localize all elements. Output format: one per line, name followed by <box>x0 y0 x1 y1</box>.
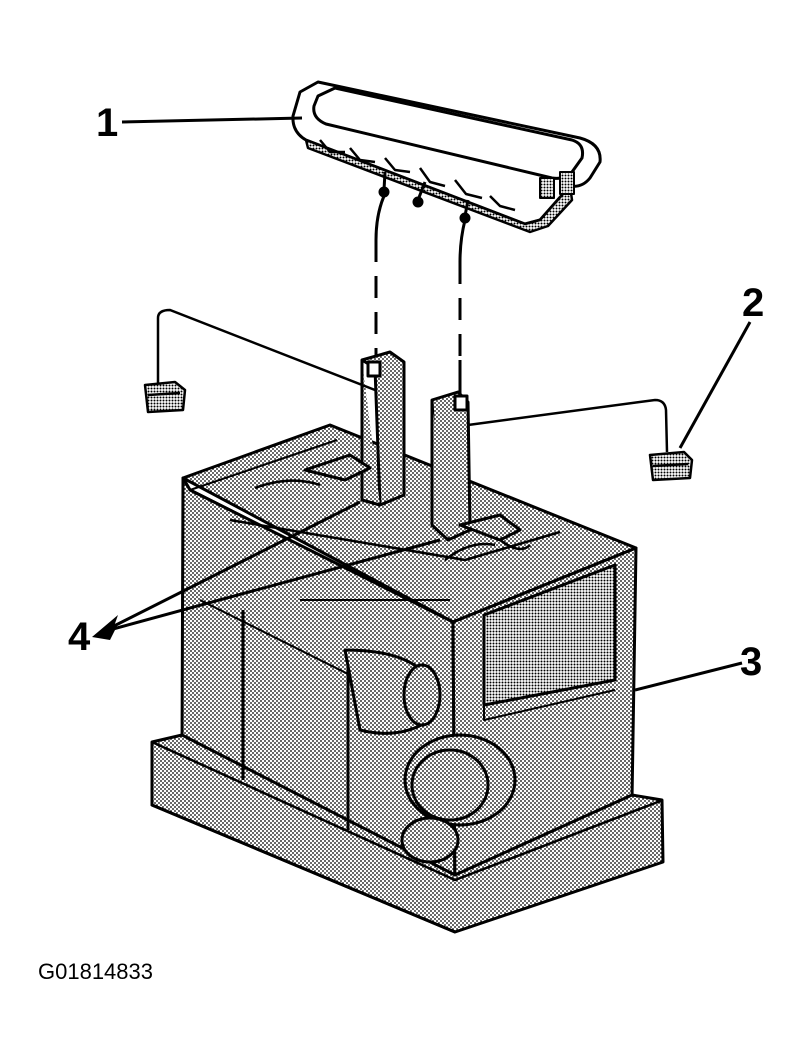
connector-leads <box>156 308 669 453</box>
callout-3: 3 <box>740 640 762 684</box>
part-1-module <box>291 80 602 234</box>
callout-1: 1 <box>96 101 118 145</box>
part-2-connectors <box>143 380 694 482</box>
leader-lines <box>101 116 752 692</box>
callout-2: 2 <box>742 281 764 325</box>
leader-arrowheads <box>92 615 118 640</box>
mounting-brackets <box>254 350 531 561</box>
part-3-base-housing <box>150 423 665 934</box>
figure-id: G01814833 <box>38 959 153 984</box>
callout-4: 4 <box>68 615 91 659</box>
